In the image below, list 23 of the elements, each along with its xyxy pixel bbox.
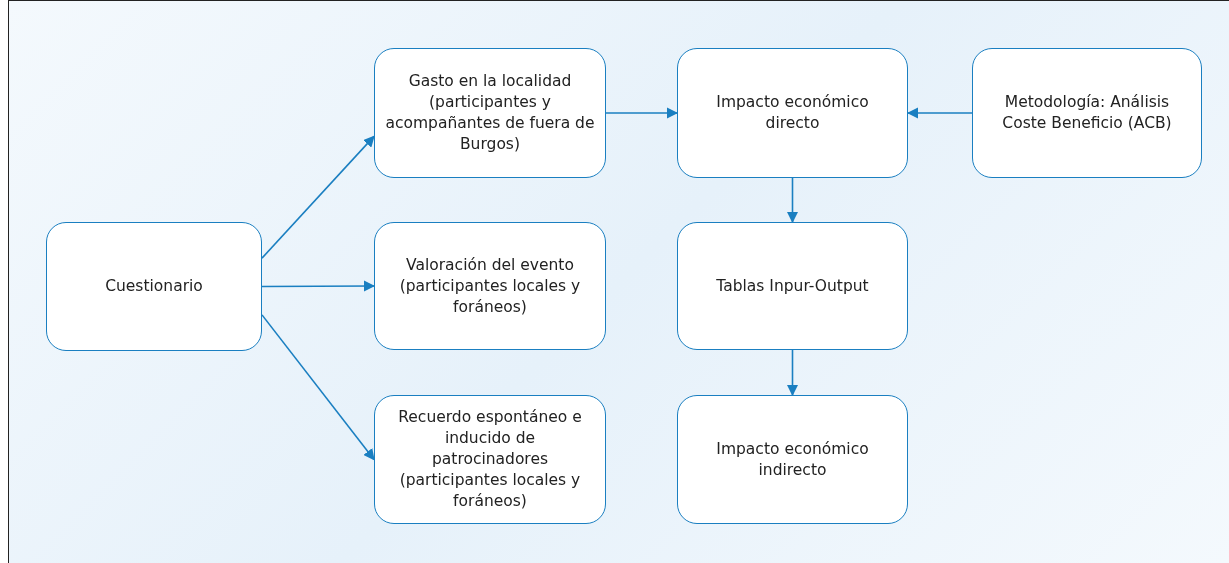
box-text: Valoración del evento (participantes locales y foráneos): [398, 254, 582, 318]
process-box: [972, 48, 1202, 178]
process-box: [374, 222, 606, 350]
arrow: [261, 280, 376, 292]
arrow: [261, 135, 375, 259]
arrow: [786, 349, 799, 397]
arrow: [906, 107, 973, 119]
process-box: [677, 48, 908, 178]
box-text: Metodología: Análisis Coste Beneficio (ACB): [1001, 92, 1173, 134]
box-text: Recuerdo espontáneo e inducido de patrocinadores (participantes locales y foráneos): [397, 407, 583, 512]
box-text: Impacto económico directo: [715, 92, 870, 134]
process-box: [677, 222, 908, 350]
arrow: [261, 314, 375, 461]
box-text: Tablas Inpur-Output: [716, 275, 869, 297]
process-box: [46, 222, 262, 351]
box-text: Cuestionario: [105, 276, 203, 297]
process-box: [374, 48, 606, 178]
box-text: Gasto en la localidad (participantes y acompañantes de fuera de Burgos): [385, 71, 595, 155]
process-box: [374, 395, 606, 524]
box-text: Impacto económico indirecto: [715, 438, 870, 481]
process-box: [677, 395, 908, 524]
arrow: [786, 177, 799, 224]
arrow: [605, 107, 679, 119]
